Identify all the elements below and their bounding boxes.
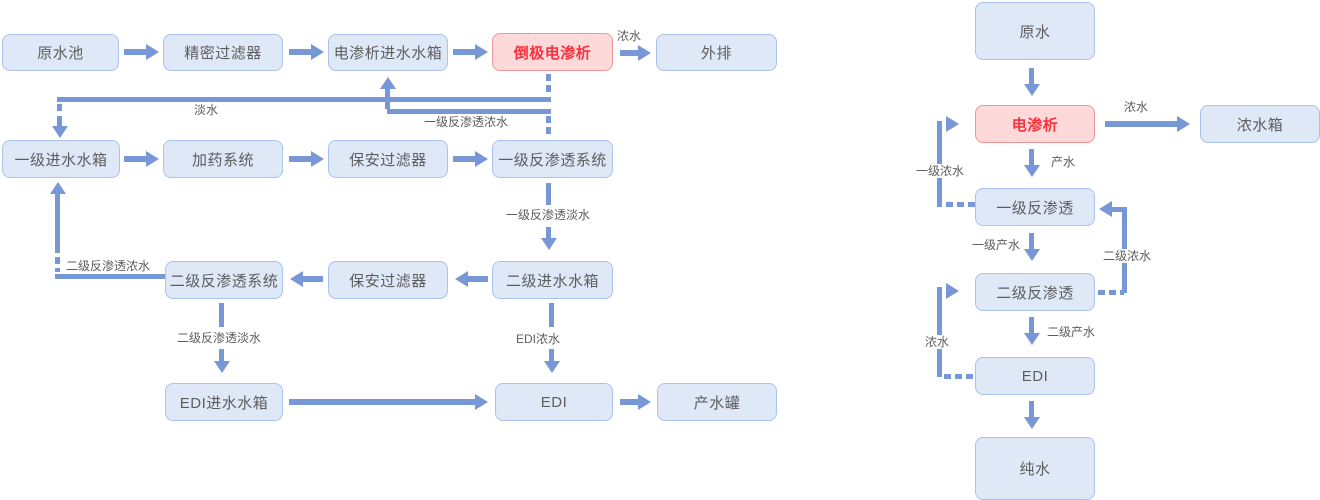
s2-conc-left-arrowhead [1099, 201, 1112, 217]
edge-label-s2-product: 二级产水 [1047, 325, 1096, 339]
node-edi-feed-tank: EDI进水水箱 [165, 383, 283, 421]
arrow-s2ro-to-edi [1023, 317, 1040, 345]
node-security-filter-2: 保安过滤器 [328, 261, 448, 299]
node-dosing-system: 加药系统 [163, 140, 283, 178]
arrow-ed-to-s1ro [1023, 149, 1040, 177]
node-raw-water-pool: 原水池 [2, 34, 119, 71]
s1-fresh-line [546, 183, 551, 205]
node-edi-right: EDI [975, 357, 1095, 395]
edge-label-s2-conc: 二级浓水 [1102, 249, 1153, 263]
s2-fresh-line [219, 303, 224, 327]
edge-label-s2-ro-fresh: 二级反渗透淡水 [177, 331, 262, 345]
arrow-editank-to-edi [289, 394, 488, 410]
edi-conc-elbow-line [944, 374, 975, 379]
node-ed-feed-tank: 电渗析进水水箱 [328, 34, 448, 71]
node-electrodialysis: 电渗析 [975, 105, 1095, 143]
node-stage2-ro-system: 二级反渗透系统 [165, 261, 283, 299]
node-edi: EDI [495, 383, 613, 421]
arrow-edi-to-purewater [1023, 401, 1040, 429]
arrow-edtank-to-ed [453, 44, 488, 60]
s2-conc-top-line [1112, 207, 1126, 212]
edge-label-s1-ro-fresh: 一级反渗透淡水 [506, 208, 591, 222]
s2-conc-elbow-line [1098, 290, 1124, 295]
node-stage1-feed-tank: 一级进水水箱 [2, 140, 120, 178]
s1-conc-return-line [387, 109, 551, 114]
s2-fresh-down-arrow [213, 349, 230, 373]
node-raw-water: 原水 [975, 2, 1095, 60]
node-reverse-polarity-ed: 倒极电渗析 [492, 33, 613, 71]
node-product-tank: 产水罐 [657, 383, 777, 421]
node-stage2-ro: 二级反渗透 [975, 273, 1095, 311]
arrow-ed-to-conctank [1105, 116, 1190, 132]
edi-conc-riser-line [937, 287, 942, 377]
s1-conc-elbow-line [946, 202, 975, 207]
s2-conc-return-line [55, 274, 165, 279]
edge-label-s1-product: 一级产水 [972, 238, 1021, 252]
arrow-filter1-to-s1ro [453, 151, 488, 167]
edge-label-fresh-water: 淡水 [194, 103, 219, 117]
edge-label-edi-conc: EDI浓水 [516, 332, 561, 346]
arrow-dosing-to-filter1 [289, 151, 324, 167]
edi-conc-down-arrow [543, 349, 560, 373]
arrow-rawpool-to-filter [124, 44, 159, 60]
node-stage1-ro: 一级反渗透 [975, 188, 1095, 226]
node-stage1-ro-system: 一级反渗透系统 [492, 140, 613, 178]
fresh-water-elbow-line [57, 104, 62, 114]
node-pure-water: 纯水 [975, 437, 1095, 500]
node-precision-filter: 精密过滤器 [163, 34, 283, 71]
s1-conc-riser-line [546, 116, 551, 138]
fresh-water-return-line [57, 97, 551, 102]
arrow-s1tank-to-dosing [124, 151, 159, 167]
s2-conc-up-arrow [49, 182, 66, 246]
edge-label-conc-water-right: 浓水 [1124, 100, 1149, 114]
arrow-edi-to-producttank [620, 394, 651, 410]
edi-conc-line [549, 303, 554, 327]
node-discharge: 外排 [656, 34, 777, 71]
fresh-water-down-arrow [51, 116, 68, 138]
edi-conc-right-arrowhead [946, 283, 959, 299]
arrow-conc-to-discharge [620, 45, 651, 61]
edge-label-s1-conc: 一级浓水 [915, 164, 966, 178]
edge-label-product-water: 产水 [1051, 155, 1076, 169]
arrow-rawwater-to-ed [1023, 68, 1040, 96]
s1-conc-up-arrow [379, 77, 396, 109]
fresh-water-drop-line [546, 74, 551, 95]
arrow-filter2-to-s2ro [290, 271, 323, 287]
arrow-s1ro-to-s2ro [1023, 233, 1040, 261]
arrow-filter-to-edtank [289, 44, 324, 60]
node-stage2-feed-tank: 二级进水水箱 [492, 261, 613, 299]
s1-fresh-down-arrow [540, 227, 557, 250]
edge-label-s1-ro-conc: 一级反渗透浓水 [424, 115, 509, 129]
edge-label-conc-water: 浓水 [617, 29, 642, 43]
edge-label-s2-ro-conc: 二级反渗透浓水 [66, 259, 151, 273]
edge-label-edi-conc-right: 浓水 [924, 335, 951, 349]
node-security-filter-1: 保安过滤器 [328, 140, 448, 178]
node-conc-water-tank: 浓水箱 [1200, 105, 1320, 143]
s2-conc-riser-line [55, 246, 60, 272]
arrow-s2tank-to-filter2 [455, 271, 488, 287]
s1-conc-right-arrowhead [946, 116, 959, 132]
